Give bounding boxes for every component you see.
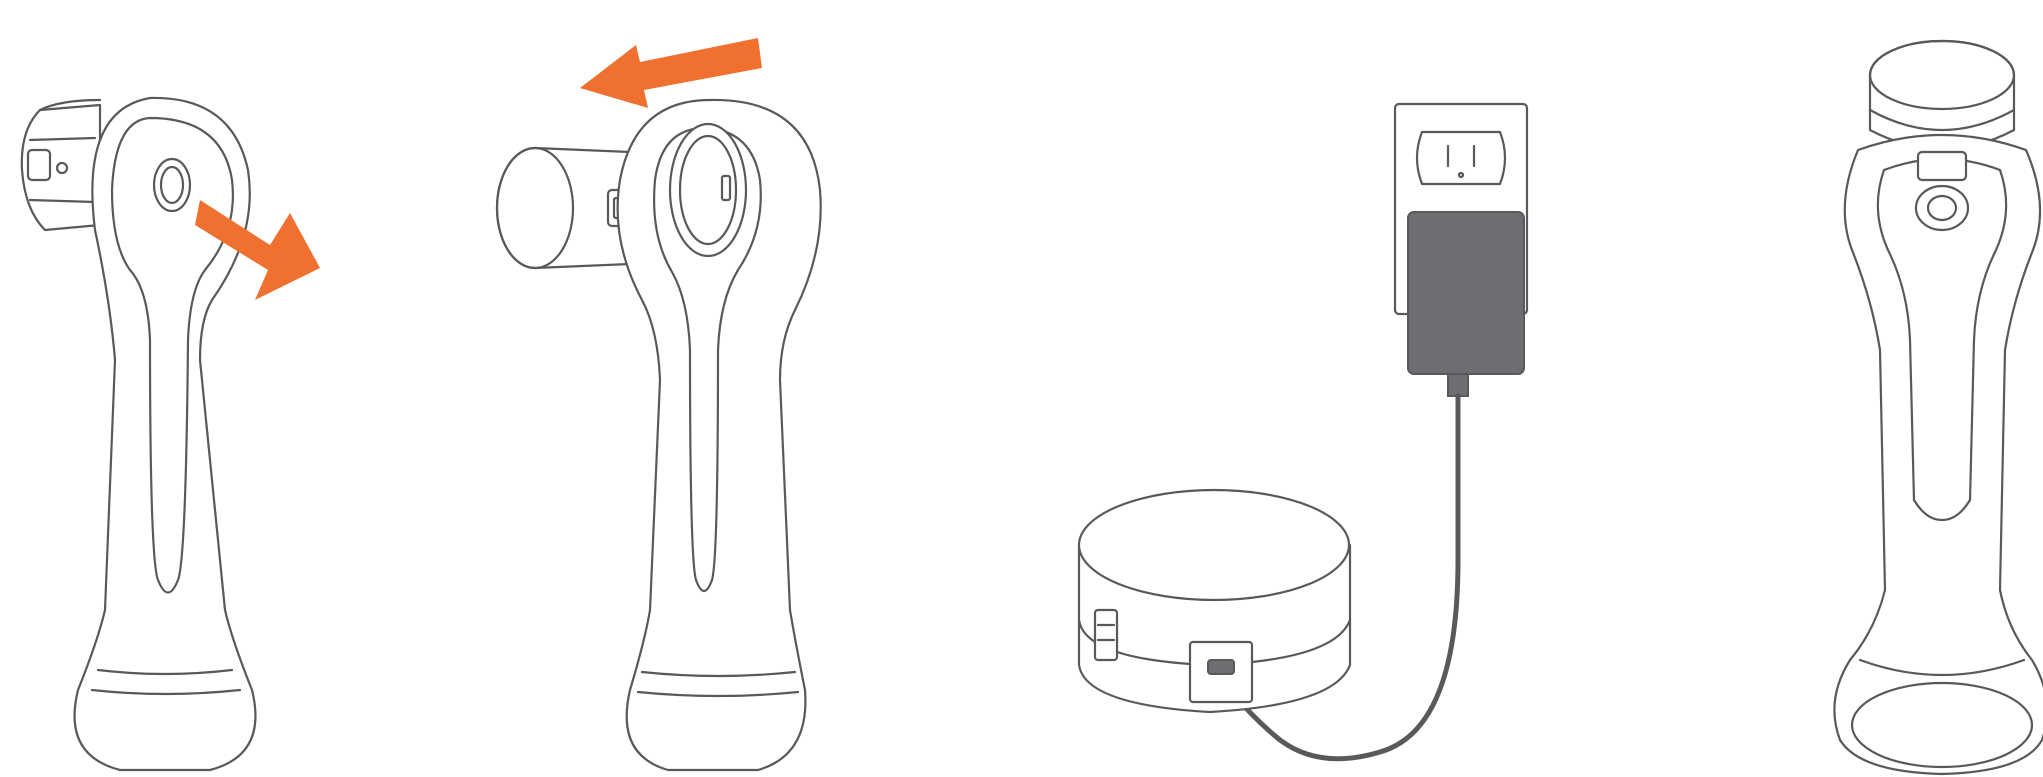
step-remove-head (490, 0, 850, 777)
step-plug-in-charger (1070, 0, 1590, 777)
step-dock-device (1830, 0, 2043, 777)
head-socket (670, 124, 746, 256)
device-on-charger-icon (1870, 41, 2014, 149)
arrow-pointing-away-icon (580, 38, 762, 108)
step-press-button (0, 0, 340, 777)
attached-head (22, 100, 100, 230)
power-adapter (1408, 212, 1524, 374)
charging-dock (1079, 490, 1350, 712)
removed-brush-head (497, 148, 635, 268)
